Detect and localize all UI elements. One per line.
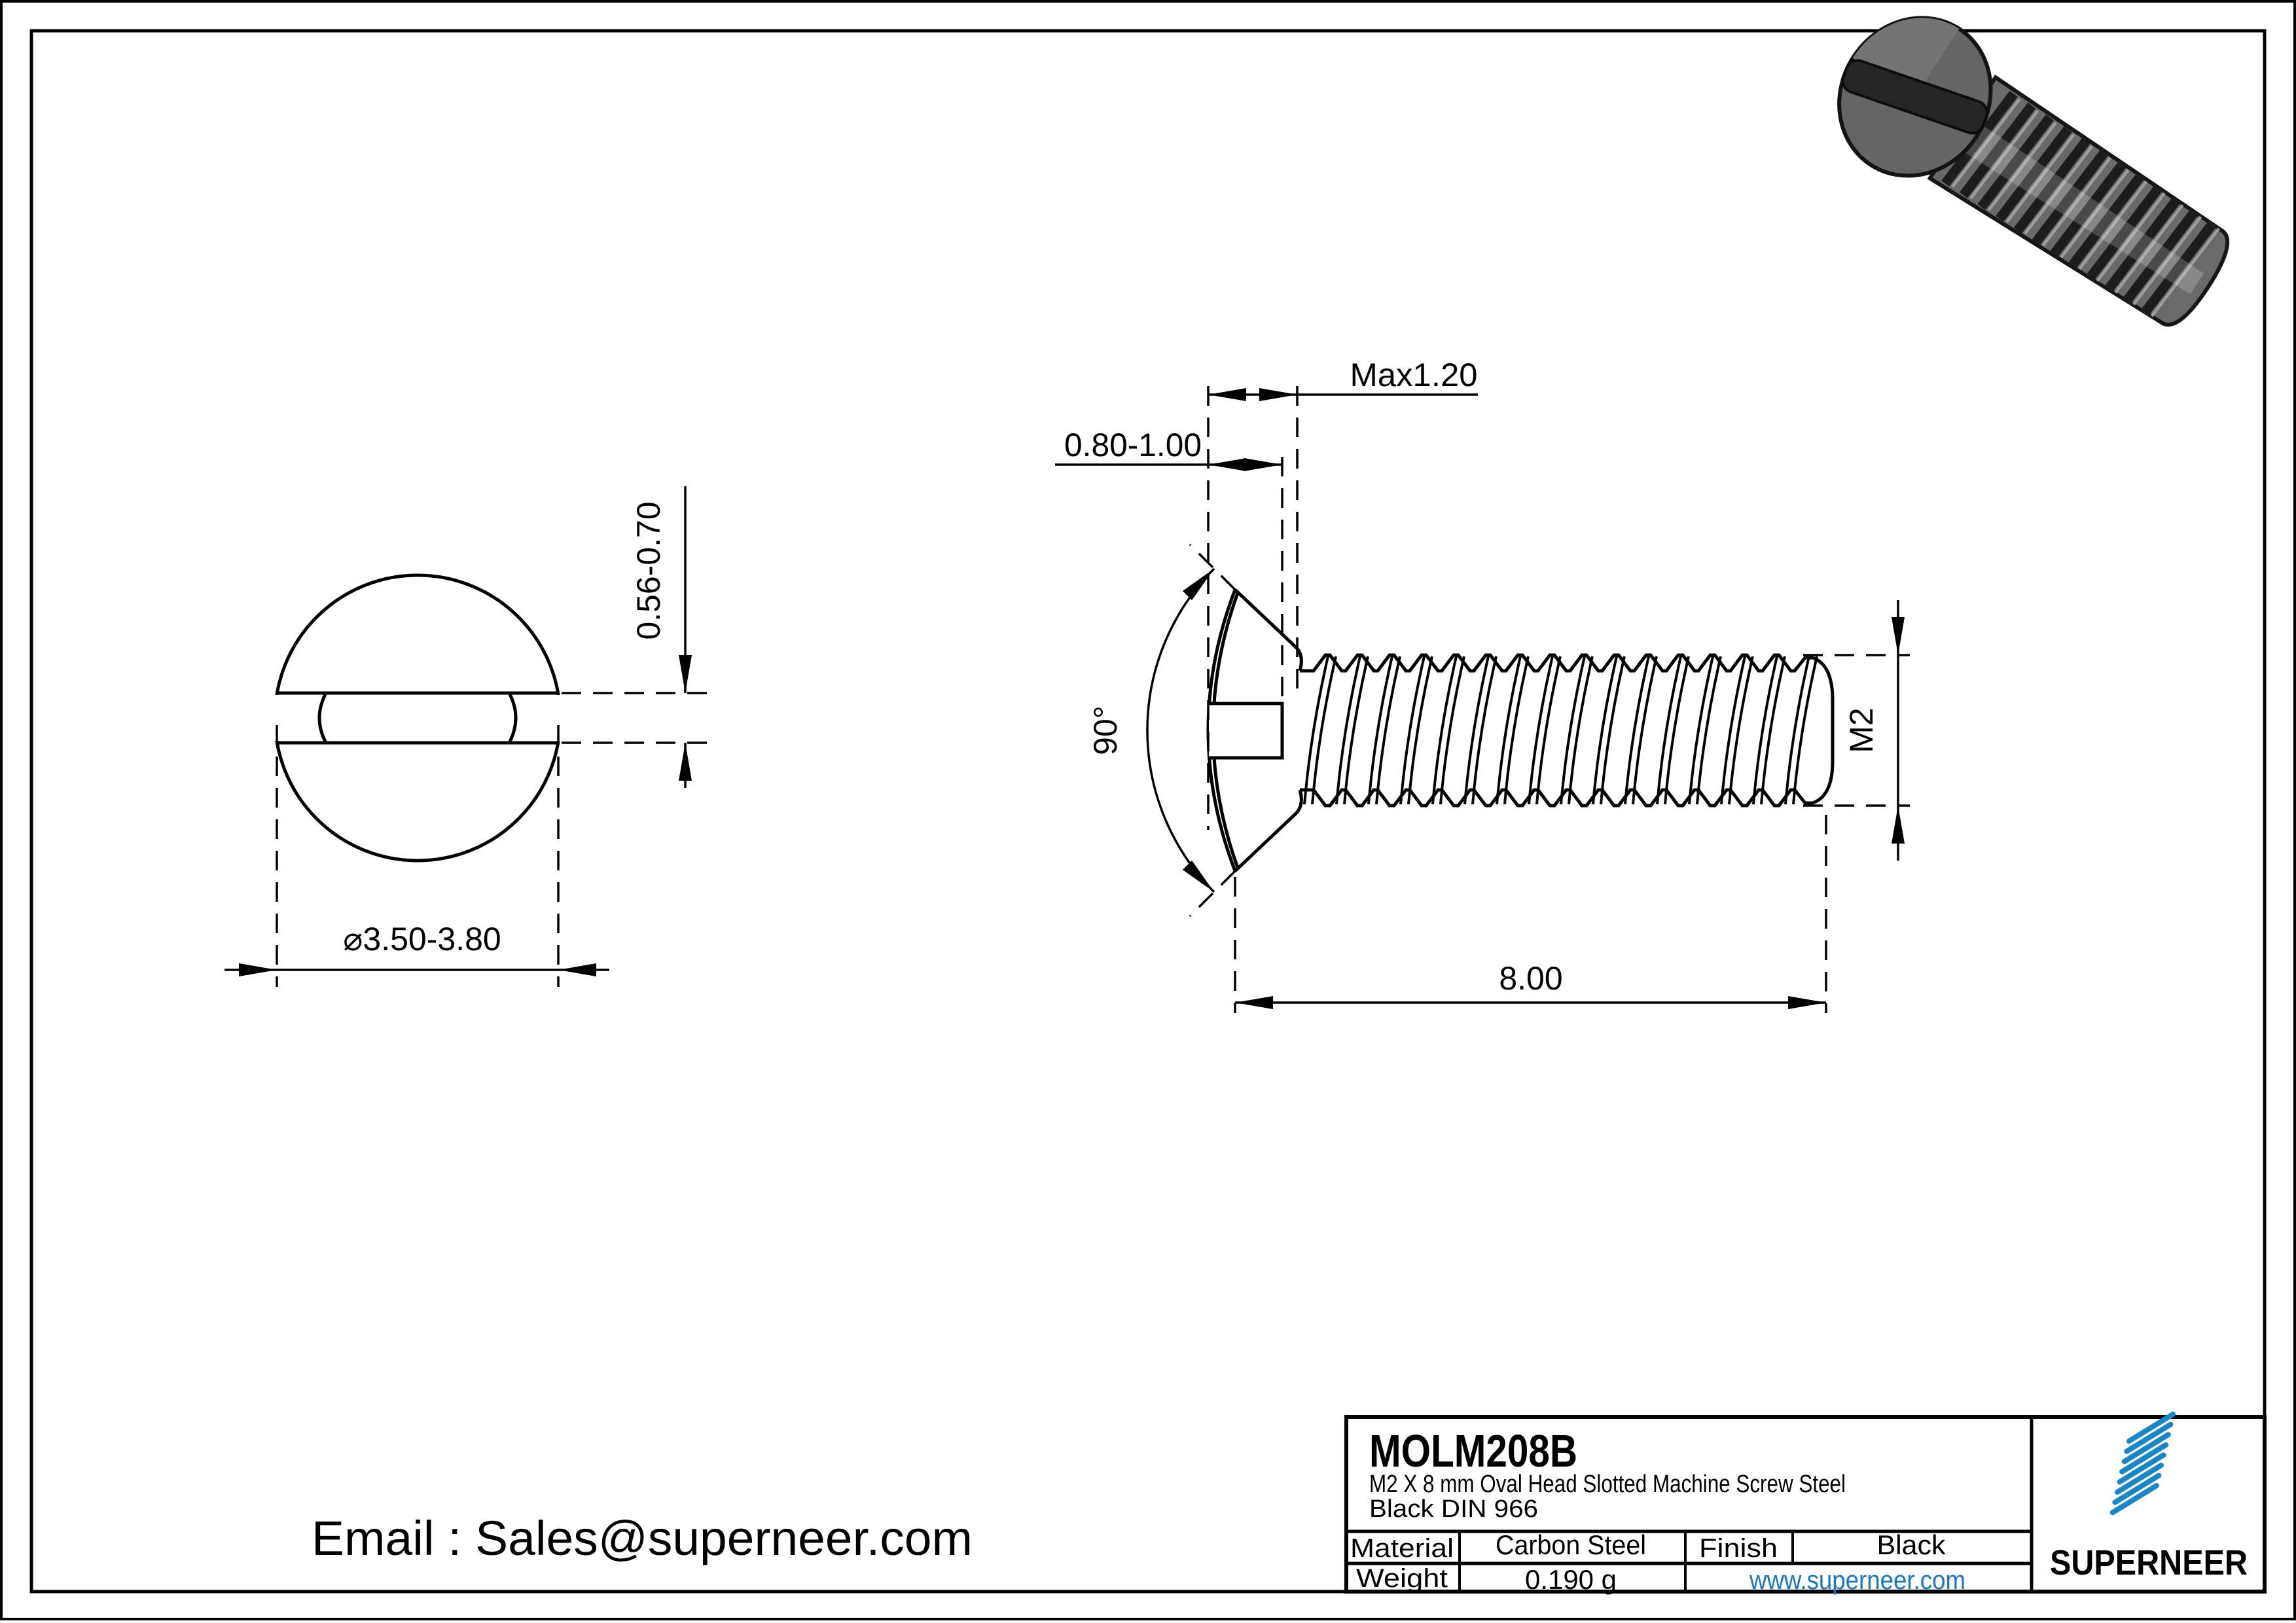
slot-notch-fill <box>1209 704 1282 758</box>
length-dimension: 8.00 <box>1235 960 1826 1009</box>
website-link[interactable]: www.superneer.com <box>1749 1566 1965 1595</box>
material-label: Material <box>1350 1534 1454 1563</box>
slot-edges <box>277 691 558 745</box>
finish-value: Black <box>1877 1529 1946 1560</box>
slot-width-dimension: 0.56-0.70 <box>630 486 692 788</box>
brand-name: SUPERNEER <box>2050 1543 2248 1582</box>
slot-cut-band <box>257 695 580 741</box>
shaft-highlight <box>1954 118 2204 294</box>
head-height-label: Max1.20 <box>1350 357 1478 393</box>
diameter-label: ⌀3.50-3.80 <box>343 921 501 957</box>
front-view: ⌀3.50-3.80 0.56-0.70 <box>224 486 713 987</box>
head-angle-dimension: 90° <box>1087 563 1219 897</box>
description-line1: M2 X 8 mm Oval Head Slotted Machine Scre… <box>1369 1471 1846 1498</box>
head-angle-label: 90° <box>1087 705 1124 755</box>
screw-3d-render <box>1837 16 2230 327</box>
description-line2: Black DIN 966 <box>1369 1495 1538 1523</box>
title-block-lines <box>1344 1415 2267 1594</box>
slot-depth-dimension: 0.80-1.00 <box>1055 427 1282 471</box>
head-slot <box>1841 59 1988 135</box>
thread-profile <box>1300 653 1835 808</box>
logo-stripes-icon <box>2109 1412 2176 1516</box>
weight-value: 0.190 g <box>1525 1564 1617 1595</box>
part-number: MOLM208B <box>1369 1425 1577 1476</box>
brand-logo: SUPERNEER <box>2050 1412 2248 1582</box>
thread-stripes <box>1941 90 2220 317</box>
slot-width-extension-lines <box>562 692 713 744</box>
slot-depth-label: 0.80-1.00 <box>1064 427 1202 463</box>
slot-notch-outline <box>1209 702 1284 760</box>
contact-email: Email : Sales@superneer.com <box>312 1511 973 1565</box>
construction-lines <box>1189 386 1910 1013</box>
weight-label: Weight <box>1356 1564 1448 1593</box>
finish-label: Finish <box>1699 1534 1778 1563</box>
diameter-dimension: ⌀3.50-3.80 <box>224 921 609 976</box>
diameter-extension-lines <box>276 725 560 987</box>
material-value: Carbon Steel <box>1496 1529 1646 1560</box>
title-block: MOLM208B M2 X 8 mm Oval Head Slotted Mac… <box>1344 1412 2267 1595</box>
thread-size-label: M2 <box>1843 707 1880 753</box>
head-height-dimension: Max1.20 <box>1208 357 1478 401</box>
length-label: 8.00 <box>1499 960 1562 997</box>
thread-size-dimension: M2 <box>1843 600 1905 861</box>
side-view: Max1.20 0.80-1.00 90° M2 8.00 <box>1055 357 1910 1013</box>
slot-width-label: 0.56-0.70 <box>630 501 667 639</box>
head-shine <box>1852 18 1960 97</box>
